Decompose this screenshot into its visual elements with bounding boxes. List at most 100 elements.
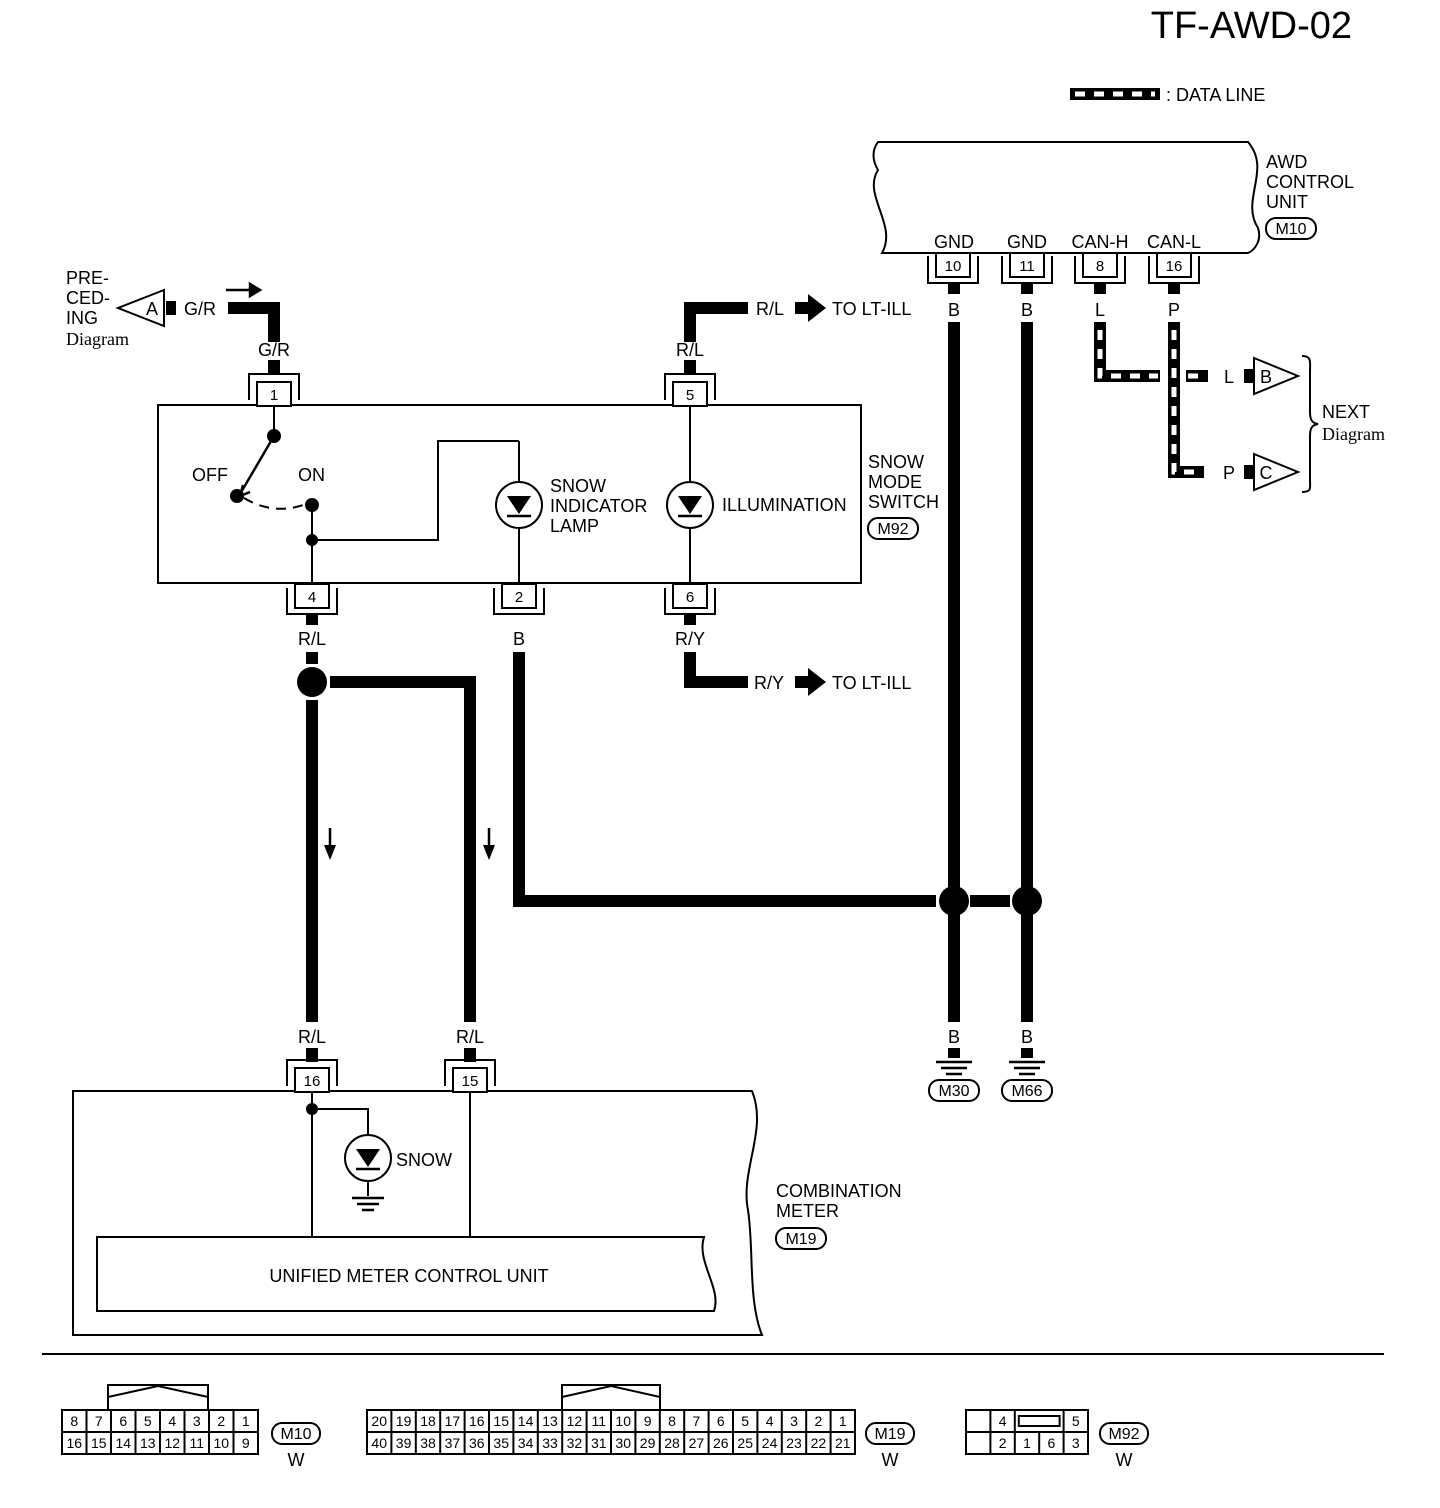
meter-wire-label-1: R/L (298, 1027, 326, 1047)
switch-name-3: SWITCH (868, 492, 939, 512)
connector-cell: 25 (737, 1435, 753, 1451)
snow-lamp-icon (344, 1134, 392, 1212)
illumination-lamp-icon (666, 406, 714, 584)
switch-off: OFF (192, 465, 228, 485)
connector-cell: 24 (762, 1435, 778, 1451)
connector-color: W (1116, 1450, 1133, 1470)
awd-wire-l: L (1095, 300, 1105, 320)
connector-cell: 8 (70, 1413, 78, 1429)
next-diagram-flag-b: B (1253, 356, 1301, 396)
switch-pin-5-label: 5 (686, 387, 694, 404)
connector-cell: 28 (664, 1435, 680, 1451)
diagram-title: TF-AWD-02 (1151, 5, 1352, 47)
unified-meter-control-unit: UNIFIED METER CONTROL UNIT (96, 1236, 717, 1312)
flag-c-label: C (1260, 463, 1273, 483)
connector-cell: 17 (445, 1413, 461, 1429)
awd-unit-connector: M10 (1275, 221, 1306, 238)
switch-on: ON (298, 465, 325, 485)
awd-term-label-can-h: CAN-H (1072, 232, 1129, 252)
meter-pin-16: 16 (286, 1059, 338, 1093)
connector-color: W (882, 1450, 899, 1470)
awd-term-label-gnd-2: GND (1007, 232, 1047, 252)
meter-pin-16-label: 16 (304, 1073, 321, 1090)
preceding-label-4: Diagram (66, 329, 129, 349)
pin5-wire-label: R/L (676, 340, 704, 360)
awd-pin-8: 8 (1074, 252, 1126, 284)
connector-cell: 35 (493, 1435, 509, 1451)
pin2-wire-label: B (513, 629, 525, 649)
pin4-wire-label: R/L (298, 629, 326, 649)
next-label-2: Diagram (1322, 424, 1385, 444)
preceding-label-3: ING (66, 308, 98, 328)
flag-b-label: B (1260, 367, 1272, 387)
wire-rl-top (684, 302, 748, 374)
flow-arrow-right (226, 281, 263, 299)
connector-cell: 1 (242, 1413, 250, 1429)
connector-badge: M92 (1108, 1426, 1139, 1443)
connector-cell: 3 (1072, 1435, 1080, 1451)
switch-pin-4: 4 (286, 583, 338, 615)
rl-splice (297, 667, 327, 697)
connector-cell: 18 (420, 1413, 436, 1429)
flag-a-label: A (146, 299, 158, 319)
connector-cell: 40 (371, 1435, 387, 1451)
ground-m66-label: M66 (1011, 1083, 1042, 1100)
arrow-to-lt-ill-top (795, 294, 826, 322)
switch-connector: M92 (877, 521, 908, 538)
switch-pin-6-label: 6 (686, 589, 694, 606)
connector-cell: 5 (741, 1413, 749, 1429)
connector-cell: 26 (713, 1435, 729, 1451)
next-label-1: NEXT (1322, 402, 1370, 422)
unified-label: UNIFIED METER CONTROL UNIT (269, 1266, 548, 1286)
connector-cell: 6 (1048, 1435, 1056, 1451)
connector-cell: 11 (592, 1413, 607, 1429)
to-lt-ill-top: TO LT-ILL (832, 299, 911, 319)
meter-pin-15: 15 (444, 1059, 496, 1093)
connector-cell: 32 (567, 1435, 583, 1451)
awd-pin-11: 11 (1001, 252, 1053, 284)
awd-wire-b-1: B (948, 300, 960, 320)
wire-gr (228, 302, 280, 374)
awd-pin-10-label: 10 (945, 258, 962, 275)
switch-pin-5: 5 (664, 373, 716, 407)
wire-b-ground (513, 652, 936, 907)
connector-cell: 5 (144, 1413, 152, 1429)
next-diagram-flag-c: C (1253, 452, 1301, 492)
switch-name-1: SNOW (868, 452, 924, 472)
connector-cell: 14 (115, 1435, 131, 1451)
connector-cell: 3 (790, 1413, 798, 1429)
connector-cell: 4 (766, 1413, 774, 1429)
awd-pin-16: 16 (1148, 252, 1200, 284)
awd-pin-16-label: 16 (1166, 258, 1183, 275)
next-wire-p: P (1223, 463, 1235, 483)
connector-cell: 14 (518, 1413, 534, 1429)
rl-top-label: R/L (756, 299, 784, 319)
switch-name-2: MODE (868, 472, 922, 492)
awd-pin-8-label: 8 (1096, 258, 1104, 275)
awd-unit-name-3: UNIT (1266, 192, 1308, 212)
awd-pin-11-label: 11 (1019, 258, 1035, 275)
meter-wire-label-2: R/L (456, 1027, 484, 1047)
connector-cell: 23 (786, 1435, 802, 1451)
connector-cell: 1 (1023, 1435, 1031, 1451)
lamp-label-3: LAMP (550, 516, 599, 536)
wire-rl-to-pin15 (330, 676, 476, 1022)
connector-cell: 15 (91, 1435, 107, 1451)
ground-icon-m30: M30 (928, 1048, 980, 1102)
connector-cell: 10 (615, 1413, 631, 1429)
awd-term-label-can-l: CAN-L (1147, 232, 1201, 252)
preceding-wire-gr: G/R (184, 299, 216, 319)
preceding-label-2: CED- (66, 288, 110, 308)
lamp-label-1: SNOW (550, 476, 606, 496)
connector-cell: 1 (839, 1413, 847, 1429)
awd-unit-name-2: CONTROL (1266, 172, 1354, 192)
meter-connector: M19 (785, 1231, 816, 1248)
ground-wire-label-2: B (1021, 1027, 1033, 1047)
preceding-label-1: PRE- (66, 268, 109, 288)
connector-cell: 27 (689, 1435, 705, 1451)
connector-cell: 19 (396, 1413, 412, 1429)
snow-lamp-label: SNOW (396, 1150, 452, 1170)
snow-indicator-lamp-icon (495, 441, 543, 584)
connector-cell: 3 (193, 1413, 201, 1429)
